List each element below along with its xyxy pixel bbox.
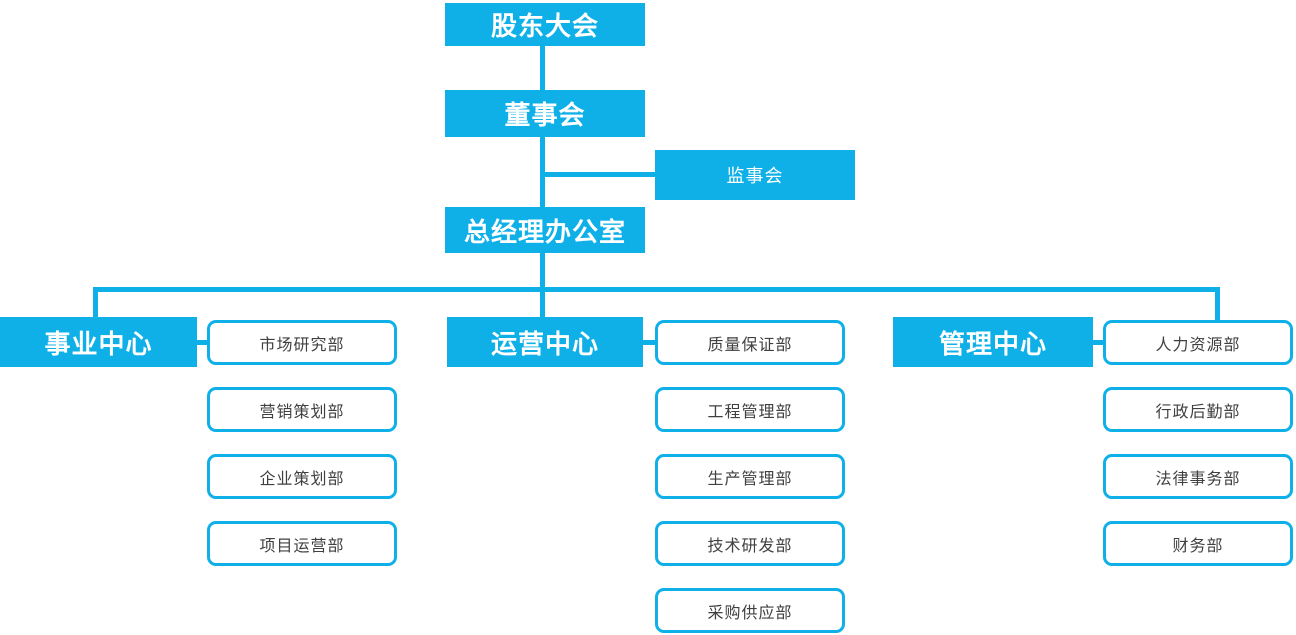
department-label: 技术研发部 xyxy=(707,537,793,555)
department-box[interactable]: 财务部 xyxy=(1103,521,1293,566)
department-label: 质量保证部 xyxy=(707,336,793,354)
department-box[interactable]: 市场研究部 xyxy=(207,320,397,365)
department-label: 行政后勤部 xyxy=(1155,403,1241,421)
connector-branch-horizontal xyxy=(93,287,1220,292)
department-label: 项目运营部 xyxy=(259,537,345,555)
connector-drop-management-side xyxy=(1215,287,1220,321)
node-operations-center[interactable]: 运营中心 xyxy=(447,317,643,367)
department-box[interactable]: 法律事务部 xyxy=(1103,454,1293,499)
department-label: 财务部 xyxy=(1172,537,1224,555)
node-label: 运营中心 xyxy=(490,328,599,359)
node-shareholders-meeting[interactable]: 股东大会 xyxy=(445,3,645,46)
department-label: 生产管理部 xyxy=(707,470,793,488)
department-column-operations: 质量保证部工程管理部生产管理部技术研发部采购供应部 xyxy=(655,320,845,633)
department-box[interactable]: 营销策划部 xyxy=(207,387,397,432)
department-box[interactable]: 项目运营部 xyxy=(207,521,397,566)
node-label: 董事会 xyxy=(504,100,586,130)
department-column-management: 人力资源部行政后勤部法律事务部财务部 xyxy=(1103,320,1293,566)
department-label: 市场研究部 xyxy=(259,336,345,354)
node-business-center[interactable]: 事业中心 xyxy=(0,317,197,367)
department-box[interactable]: 工程管理部 xyxy=(655,387,845,432)
node-label: 事业中心 xyxy=(44,328,153,359)
connector-board-supervisory xyxy=(540,172,657,177)
department-label: 企业策划部 xyxy=(259,470,345,488)
department-box[interactable]: 企业策划部 xyxy=(207,454,397,499)
connector-operations-first-dept xyxy=(642,340,657,345)
connector-management-first-dept xyxy=(1092,340,1105,345)
department-label: 人力资源部 xyxy=(1155,336,1241,354)
department-label: 营销策划部 xyxy=(259,403,345,421)
department-label: 采购供应部 xyxy=(707,604,793,622)
department-box[interactable]: 行政后勤部 xyxy=(1103,387,1293,432)
department-box[interactable]: 技术研发部 xyxy=(655,521,845,566)
connector-drop-business-center xyxy=(93,287,98,317)
connector-shareholders-board xyxy=(540,45,545,91)
node-label: 管理中心 xyxy=(938,328,1047,359)
department-box[interactable]: 采购供应部 xyxy=(655,588,845,633)
node-label: 监事会 xyxy=(726,166,784,186)
node-gm-office[interactable]: 总经理办公室 xyxy=(445,207,645,253)
node-label: 股东大会 xyxy=(490,11,599,41)
node-supervisory-board[interactable]: 监事会 xyxy=(655,150,855,200)
connector-business-first-dept xyxy=(196,340,209,345)
connector-gm-office-branch xyxy=(540,253,545,317)
department-box[interactable]: 人力资源部 xyxy=(1103,320,1293,365)
node-management-center[interactable]: 管理中心 xyxy=(893,317,1093,367)
department-column-business: 市场研究部营销策划部企业策划部项目运营部 xyxy=(207,320,397,566)
department-label: 工程管理部 xyxy=(707,403,793,421)
node-label: 总经理办公室 xyxy=(463,216,626,247)
node-board-of-directors[interactable]: 董事会 xyxy=(445,90,645,137)
department-box[interactable]: 质量保证部 xyxy=(655,320,845,365)
department-label: 法律事务部 xyxy=(1155,470,1241,488)
department-box[interactable]: 生产管理部 xyxy=(655,454,845,499)
